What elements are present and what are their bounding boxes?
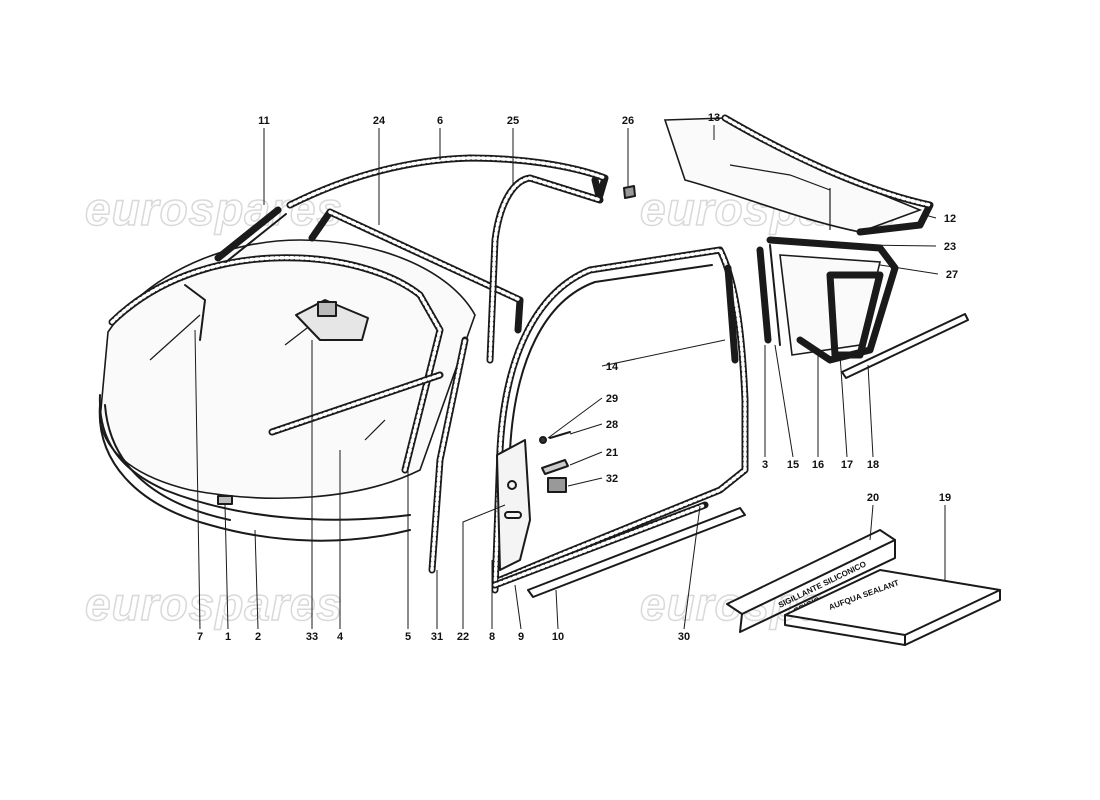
part-label-3: 3 — [762, 459, 768, 471]
leader-line-18 — [867, 364, 874, 458]
door-window-seal-detail — [493, 248, 747, 592]
leader-line-32 — [567, 477, 603, 487]
leader-line-7 — [194, 329, 201, 630]
part-label-11: 11 — [258, 115, 270, 127]
door-edge-strip — [756, 246, 772, 344]
door-edge-trim — [769, 244, 781, 346]
part-label-25: 25 — [507, 115, 519, 127]
door-frame-seal-detail — [488, 176, 602, 362]
roof-seal-arc-detail — [288, 156, 607, 207]
roof-crossmember-detail — [328, 210, 522, 302]
part-label-17: 17 — [841, 459, 853, 471]
part-label-8: 8 — [489, 631, 495, 643]
windshield-inner-strip-detail — [270, 373, 442, 434]
part-label-9: 9 — [518, 631, 524, 643]
part-label-22: 22 — [457, 631, 469, 643]
belt-line-strip — [841, 313, 969, 379]
leader-line-20 — [869, 504, 874, 541]
sealant-kit-box: AUFQUA SEALANT — [784, 569, 1001, 646]
rear-view-mirror — [295, 299, 369, 341]
part-label-14: 14 — [606, 361, 619, 373]
door-inner-plate — [496, 439, 531, 571]
leader-line-29 — [547, 397, 603, 439]
quarter-window-inner-frame — [826, 271, 884, 359]
part-label-29: 29 — [606, 393, 618, 405]
leader-line-15 — [774, 344, 794, 458]
windshield-lower-frame-inner — [104, 404, 231, 521]
part-label-4: 4 — [337, 631, 344, 643]
windshield-upper-seal-detail — [110, 255, 442, 472]
leader-line-12 — [924, 214, 937, 219]
leader-line-28 — [569, 423, 603, 435]
part-label-10: 10 — [552, 631, 564, 643]
leader-line-2 — [254, 529, 259, 630]
part-label-24: 24 — [373, 115, 386, 127]
part-label-7: 7 — [197, 631, 203, 643]
rear-window-line — [729, 164, 831, 191]
leader-line-1 — [224, 504, 229, 630]
glass-reflection-2 — [364, 419, 386, 441]
part-label-6: 6 — [437, 115, 443, 127]
leader-line-17 — [839, 354, 848, 458]
part-label-16: 16 — [812, 459, 824, 471]
part-label-26: 26 — [622, 115, 634, 127]
part-label-21: 21 — [606, 447, 618, 459]
part-label-27: 27 — [946, 269, 958, 281]
quarter-window-frame — [766, 236, 899, 364]
leader-line-23 — [859, 244, 937, 247]
clip-part — [217, 495, 233, 505]
part-label-28: 28 — [606, 419, 618, 431]
leader-line-10 — [555, 589, 559, 630]
part-label-32: 32 — [606, 473, 618, 485]
part-label-1: 1 — [225, 631, 231, 643]
part-label-18: 18 — [867, 459, 879, 471]
fasteners — [539, 431, 571, 493]
door-plate-slot — [504, 511, 522, 519]
glass-reflection-1 — [149, 314, 201, 361]
windshield-glass — [99, 239, 476, 499]
watermark-bottom-left: eurospares — [85, 578, 343, 630]
leader-line-14 — [601, 339, 726, 367]
part-label-15: 15 — [787, 459, 799, 471]
a-pillar-seal-detail — [430, 338, 467, 572]
rear-window-seal-detail — [723, 116, 932, 207]
leader-line-21 — [569, 451, 603, 466]
pillar-trim-left — [184, 284, 206, 341]
part-label-33: 33 — [306, 631, 318, 643]
door-sill-seal-detail — [493, 503, 707, 587]
part-label-2: 2 — [255, 631, 261, 643]
part-label-20: 20 — [867, 492, 879, 504]
leader-line-22 — [462, 504, 506, 629]
part-label-19: 19 — [939, 492, 951, 504]
watermark-top-left: eurospares — [85, 183, 343, 235]
windshield-lower-frame — [98, 394, 411, 542]
part-label-30: 30 — [678, 631, 690, 643]
part-label-31: 31 — [431, 631, 443, 643]
door-plate-hole — [507, 480, 517, 490]
sill-trim-strip — [527, 507, 746, 598]
leader-line-30 — [683, 505, 701, 630]
leader-line-9 — [514, 584, 522, 630]
door-window-vertical-seal — [724, 264, 739, 364]
door-window-inner-edge — [507, 264, 713, 566]
leader-line-27 — [879, 264, 939, 275]
part-label-5: 5 — [405, 631, 411, 643]
part-label-23: 23 — [944, 241, 956, 253]
roof-strip-front-edge — [225, 213, 287, 263]
small-clip — [623, 185, 636, 199]
part-label-13: 13 — [708, 112, 720, 124]
roof-strip-front — [214, 206, 282, 262]
part-label-12: 12 — [944, 213, 956, 225]
